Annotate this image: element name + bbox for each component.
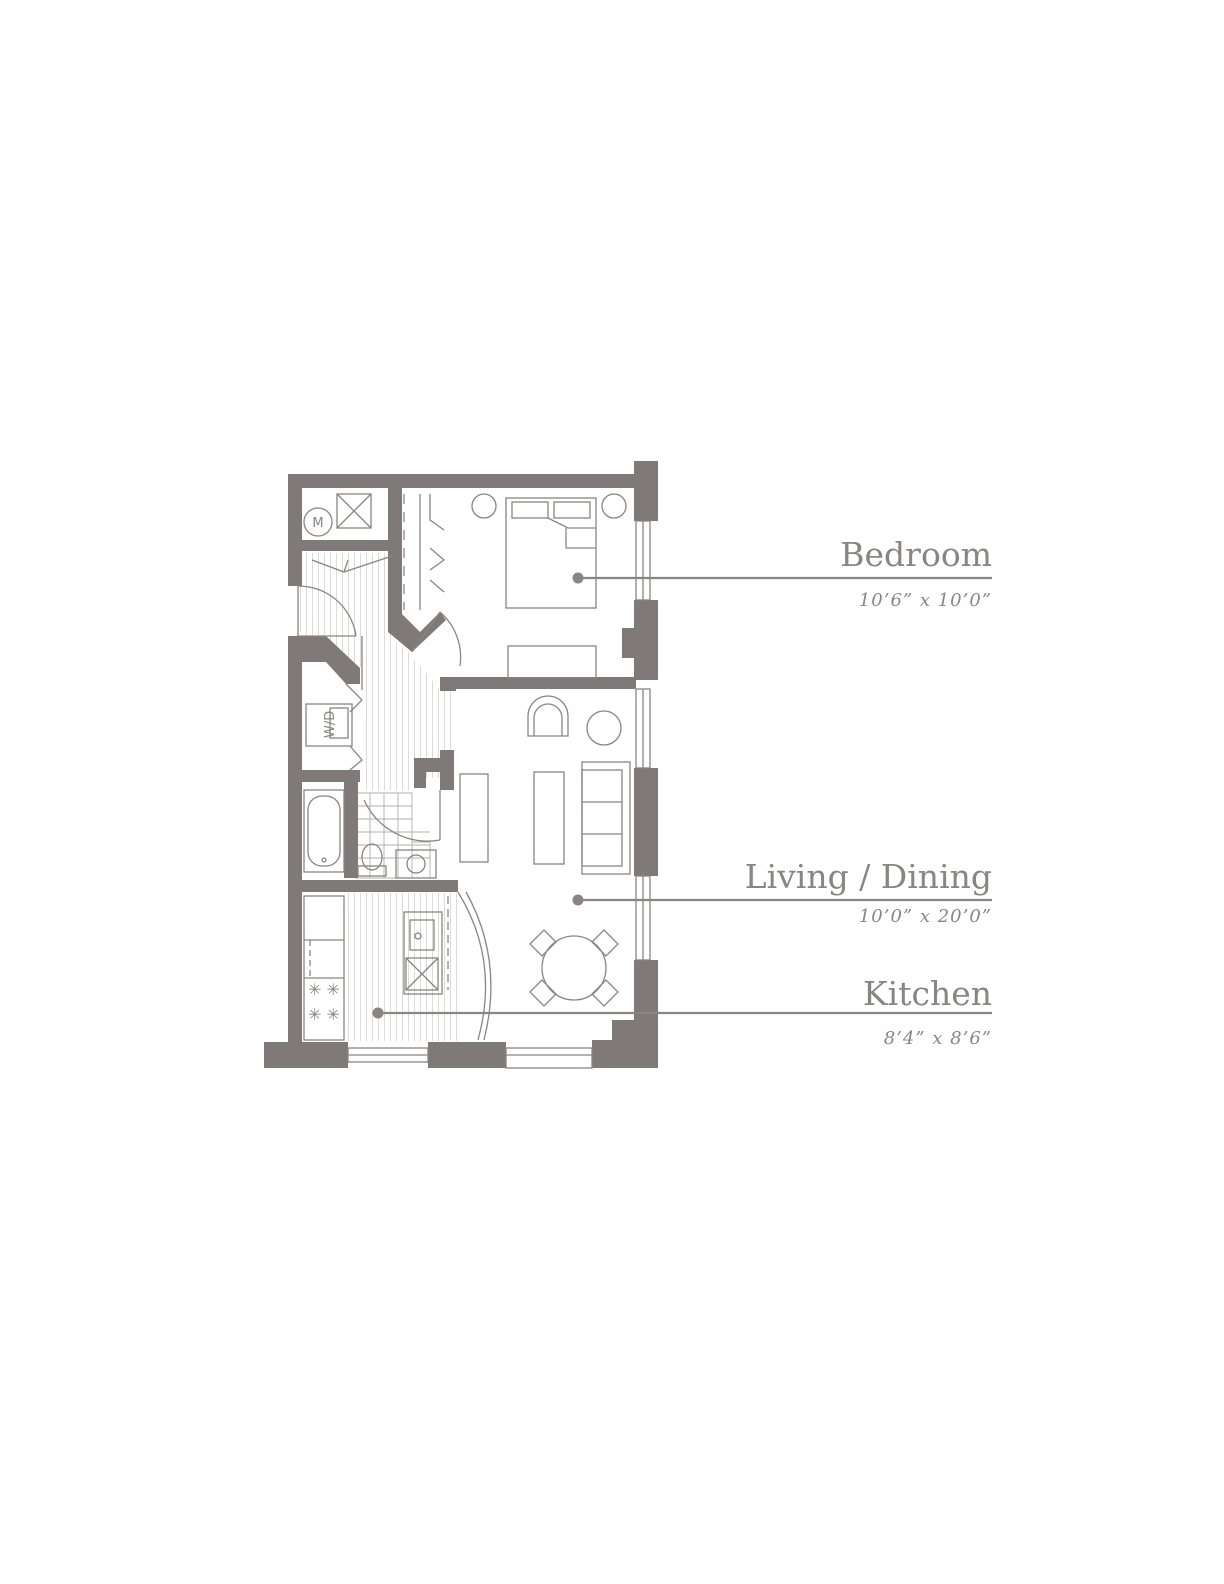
bedroom-dimensions: 10’6” x 10’0” — [859, 590, 992, 611]
stove-icon: ✳ ✳ ✳ ✳ — [308, 980, 340, 1024]
walls — [264, 461, 658, 1068]
leaders — [372, 572, 992, 1019]
toilet — [357, 843, 387, 877]
armchair — [527, 695, 569, 737]
side-table — [586, 710, 622, 746]
room-labels: Bedroom 10’6” x 10’0” Living / Dining 10… — [745, 535, 992, 1049]
bathroom-door — [363, 790, 441, 842]
bedroom-closet-doors — [403, 494, 446, 610]
kitchen-floor — [345, 893, 460, 1041]
sink — [395, 849, 437, 879]
bathtub — [303, 789, 345, 873]
hallway-floor — [298, 553, 452, 790]
living-dining-dimensions: 10’0” x 20’0” — [859, 906, 992, 927]
dresser — [507, 645, 597, 679]
bedroom-label: Bedroom — [840, 535, 992, 574]
living-dining-label: Living / Dining — [745, 857, 992, 896]
mechanical-unit-icon — [303, 507, 333, 537]
bed — [505, 497, 597, 609]
mechanical-closet: M — [303, 493, 393, 573]
svg-text:✳ ✳: ✳ ✳ — [308, 1005, 340, 1024]
kitchen-label: Kitchen — [863, 974, 992, 1013]
coffee-table — [533, 771, 565, 865]
washer-dryer-label: W/D — [323, 711, 338, 738]
svg-text:✳ ✳: ✳ ✳ — [308, 980, 340, 999]
nightstands — [471, 493, 627, 519]
laundry-closet: W/D — [305, 683, 363, 771]
bedroom-door — [411, 611, 462, 667]
kitchen-counter-left — [303, 895, 345, 1041]
windows — [347, 520, 651, 1069]
media-console — [459, 773, 489, 863]
sofa — [581, 761, 631, 875]
kitchen-dimensions: 8’4” x 8’6” — [884, 1028, 992, 1049]
kitchen-island — [403, 896, 449, 995]
kitchen-arc — [457, 891, 492, 1041]
mechanical-label: M — [312, 516, 323, 531]
entry-door — [297, 585, 357, 637]
dining-table — [529, 929, 619, 1007]
